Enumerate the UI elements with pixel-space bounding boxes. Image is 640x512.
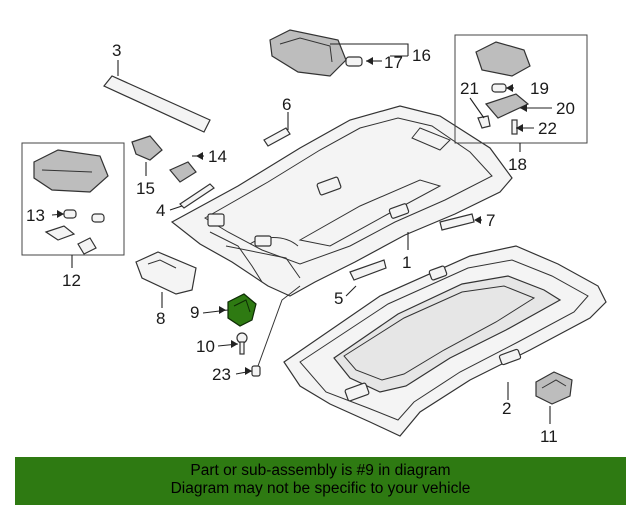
callout-7: 7 <box>486 211 495 230</box>
callout-16: 16 <box>412 46 431 65</box>
headliner-upper <box>170 105 513 297</box>
callout-13: 13 <box>26 206 45 225</box>
part-3-trim-strip <box>103 75 211 133</box>
callout-14: 14 <box>208 147 227 166</box>
callout-19: 19 <box>530 79 549 98</box>
arrowheads <box>57 57 527 375</box>
part-15-bracket <box>131 135 163 161</box>
group-18-box <box>454 34 588 144</box>
callout-12: 12 <box>62 271 81 290</box>
callout-20: 20 <box>556 99 575 118</box>
part-9-highlighted <box>227 293 257 327</box>
banner-line-1: Part or sub-assembly is #9 in diagram <box>190 462 451 479</box>
callout-21: 21 <box>460 79 479 98</box>
callout-8: 8 <box>156 309 165 328</box>
part-6-grab-strip <box>263 127 291 147</box>
info-banner: Part or sub-assembly is #9 in diagram Di… <box>15 457 626 505</box>
part-10-screw <box>236 332 248 355</box>
callout-10: 10 <box>196 337 215 356</box>
headliner-lower <box>283 245 607 437</box>
callout-4: 4 <box>156 201 165 220</box>
callout-5: 5 <box>334 289 343 308</box>
part-14-clip <box>169 161 197 183</box>
part-16-map-lamp <box>269 29 347 77</box>
part-11-lamp <box>535 371 573 405</box>
callout-3: 3 <box>112 41 121 60</box>
part-7-grab-handle <box>439 213 475 231</box>
part-4-clip-strip <box>179 183 215 209</box>
callout-6: 6 <box>282 95 291 114</box>
callout-15: 15 <box>136 179 155 198</box>
callout-11: 11 <box>540 427 558 446</box>
group-12-box <box>21 142 125 256</box>
callout-labels: 3 16 17 6 14 15 4 13 12 8 9 10 23 5 1 7 … <box>26 41 575 446</box>
callout-23: 23 <box>212 365 231 384</box>
callout-17: 17 <box>384 53 403 72</box>
callout-18: 18 <box>508 155 527 174</box>
part-8-sun-visor <box>135 251 197 295</box>
part-5-grab-handle <box>349 259 387 281</box>
part-17-bulb <box>345 56 363 67</box>
callout-22: 22 <box>538 119 557 138</box>
callout-9: 9 <box>190 303 199 322</box>
part-23-clip <box>251 365 261 377</box>
headliner-parts-diagram: 3 16 17 6 14 15 4 13 12 8 9 10 23 5 1 7 … <box>21 29 607 446</box>
callout-1: 1 <box>402 253 411 272</box>
banner-line-2: Diagram may not be specific to your vehi… <box>170 480 471 497</box>
callout-2: 2 <box>502 399 511 418</box>
